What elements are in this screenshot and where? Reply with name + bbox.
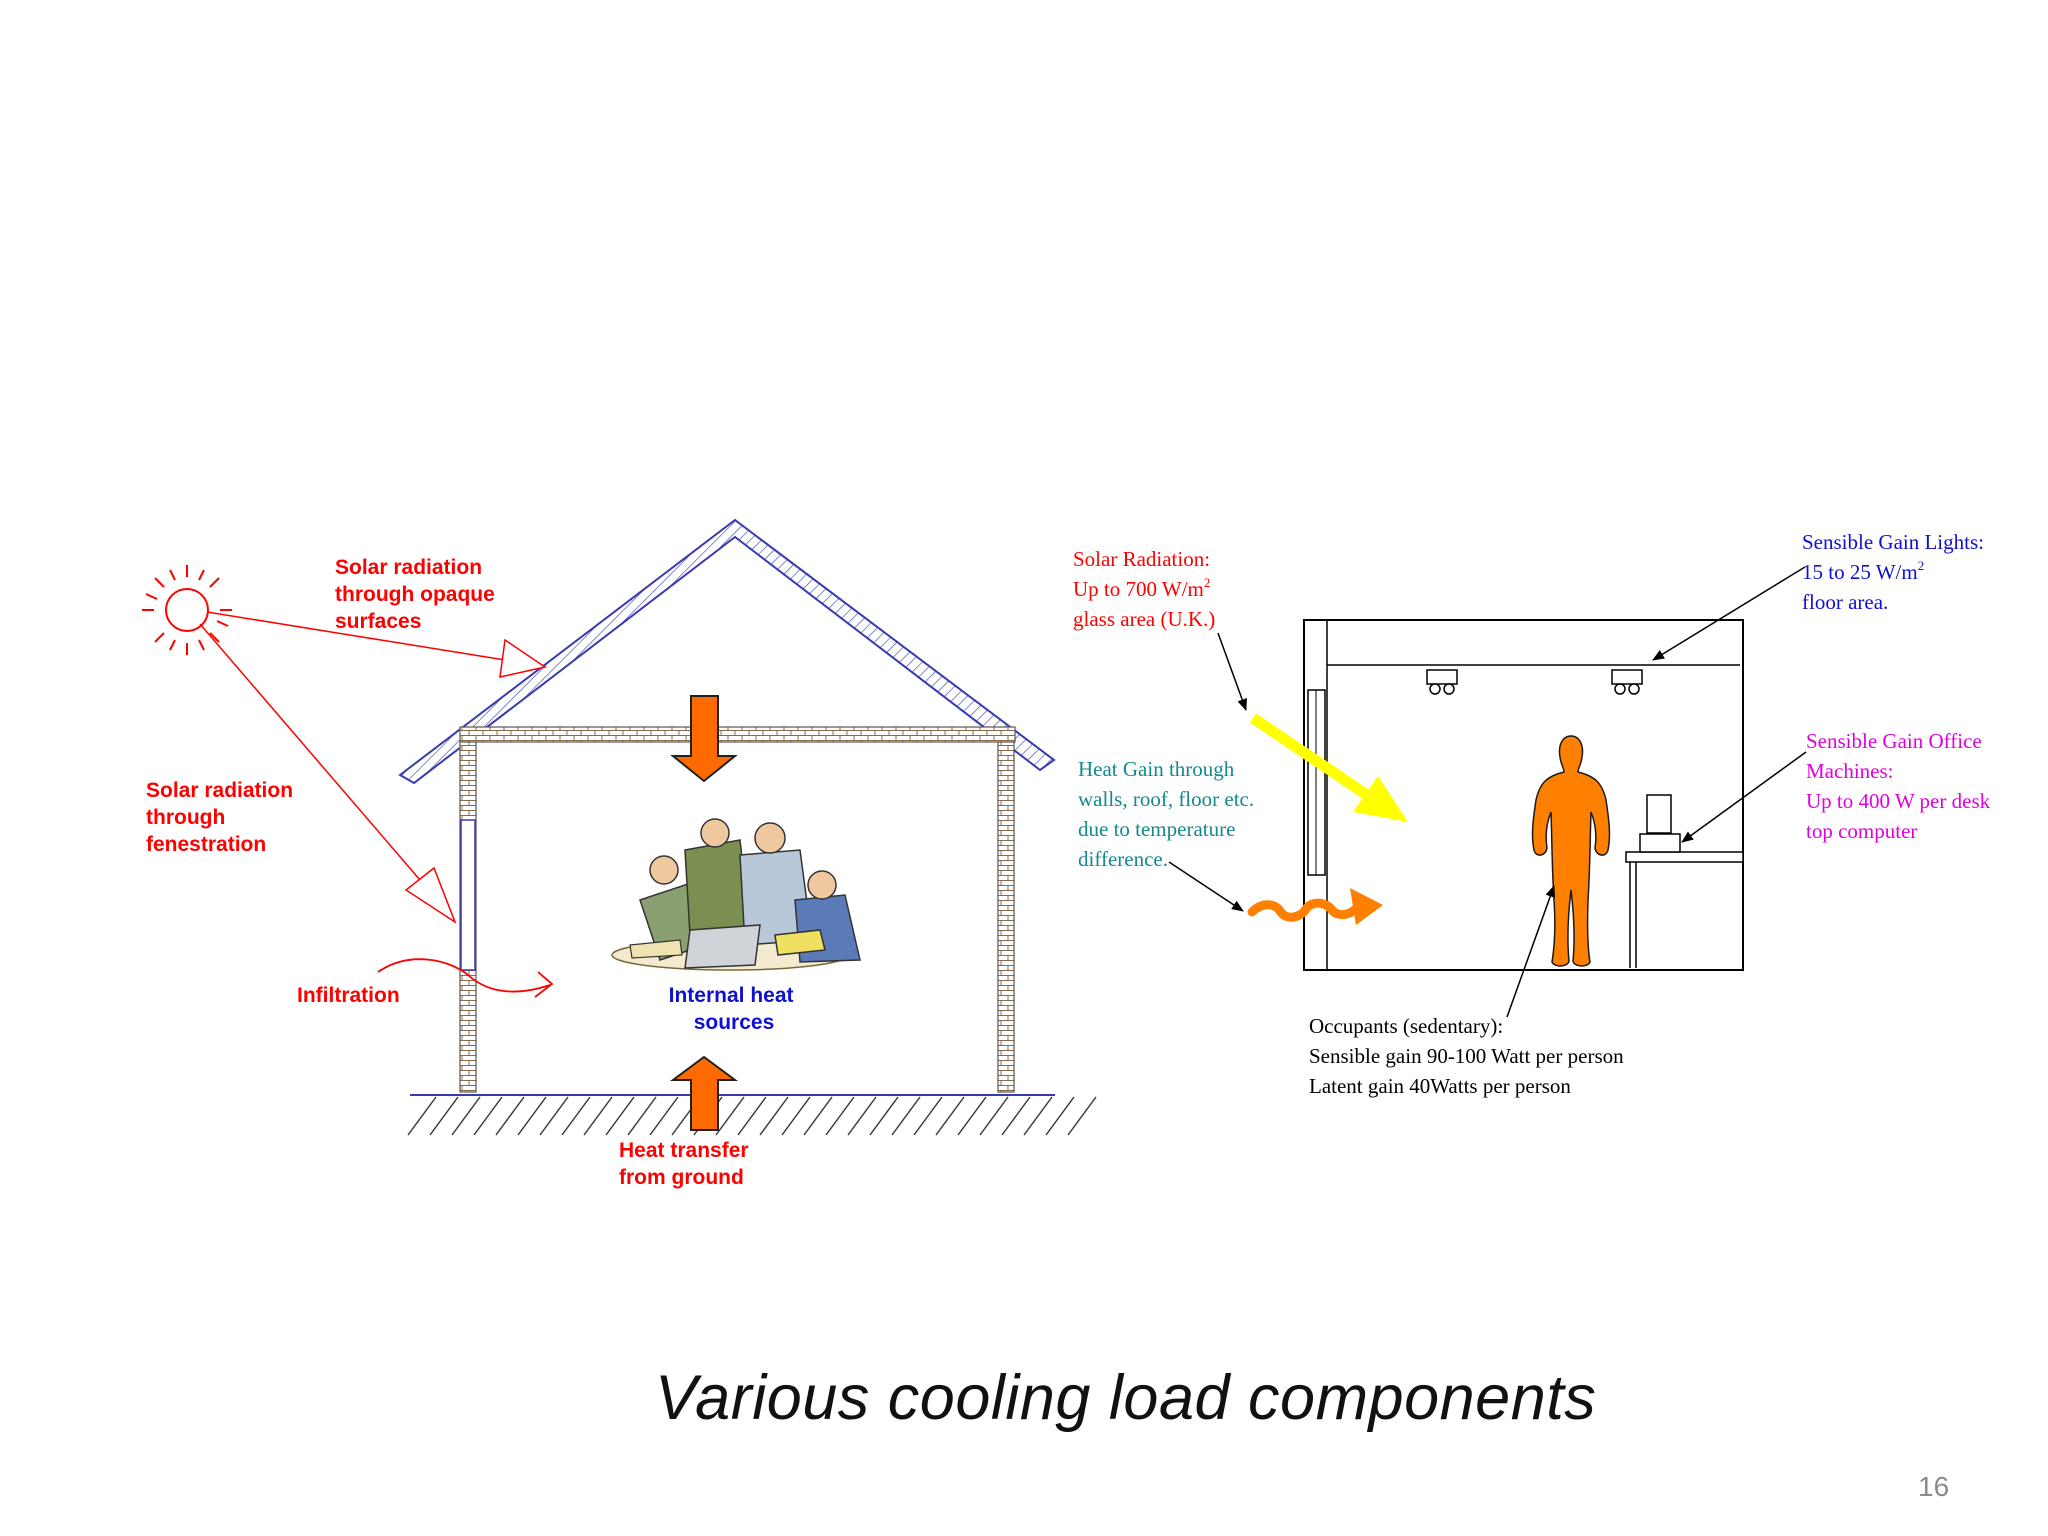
sun-icon xyxy=(142,565,232,655)
ground-heat-arrow xyxy=(669,1055,739,1131)
roof xyxy=(398,518,1056,785)
solar-arrowhead-opaque xyxy=(499,638,547,678)
roof-heat-arrow xyxy=(670,695,738,783)
ground-hatch xyxy=(407,1096,1097,1136)
heat-gain-arrowhead xyxy=(1350,888,1383,925)
label-solar-fenestration: Solar radiation through fenestration xyxy=(146,779,299,856)
solar-arrow-yellow xyxy=(1249,713,1371,800)
label-solar-radiation: Solar Radiation: Up to 700 W/m2 glass ar… xyxy=(1073,547,1216,631)
solar-ray-opaque xyxy=(206,611,506,661)
infiltration-arrow xyxy=(377,958,551,993)
infiltration-arrowhead xyxy=(534,971,554,998)
label-internal-heat: Internal heat sources xyxy=(669,984,800,1034)
page-number: 16 xyxy=(1918,1471,1950,1502)
label-solar-opaque: Solar radiation through opaque surfaces xyxy=(335,556,501,633)
solar-arrowhead-yellow xyxy=(1353,776,1408,822)
solar-ray-fenestration xyxy=(199,623,421,881)
occupant-figure xyxy=(1531,735,1611,967)
label-sensible-lights: Sensible Gain Lights: 15 to 25 W/m2 floo… xyxy=(1802,530,1989,614)
pointer-machines xyxy=(1681,751,1807,843)
desk-computer xyxy=(1625,794,1744,968)
pointer-lights xyxy=(1652,566,1806,661)
people-clipart xyxy=(611,818,861,971)
label-infiltration: Infiltration xyxy=(297,984,400,1007)
pointer-walls xyxy=(1168,861,1244,912)
label-heat-ground: Heat transfer from ground xyxy=(619,1139,754,1189)
label-occupants: Occupants (sedentary): Sensible gain 90-… xyxy=(1309,1014,1629,1098)
label-office-machines: Sensible Gain Office Machines: Up to 400… xyxy=(1806,729,1995,843)
light-fixture-2 xyxy=(1611,669,1643,695)
pointer-solar xyxy=(1217,632,1247,711)
slide-title: Various cooling load components xyxy=(655,1363,1597,1433)
right-wall xyxy=(997,741,1015,1093)
label-heat-gain-walls: Heat Gain through walls, roof, floor etc… xyxy=(1078,757,1259,871)
window-left-wall xyxy=(460,819,476,971)
ceiling-wall xyxy=(459,726,1016,743)
heat-gain-wavy-arrow xyxy=(1247,898,1363,922)
house-diagram: Solar radiation through opaque surfaces … xyxy=(142,518,1097,1189)
room-diagram: Solar Radiation: Up to 700 W/m2 glass ar… xyxy=(1073,530,1995,1098)
pointer-occupants xyxy=(1506,885,1555,1018)
light-fixture-1 xyxy=(1426,669,1458,695)
solar-arrowhead-fenestration xyxy=(404,866,457,924)
